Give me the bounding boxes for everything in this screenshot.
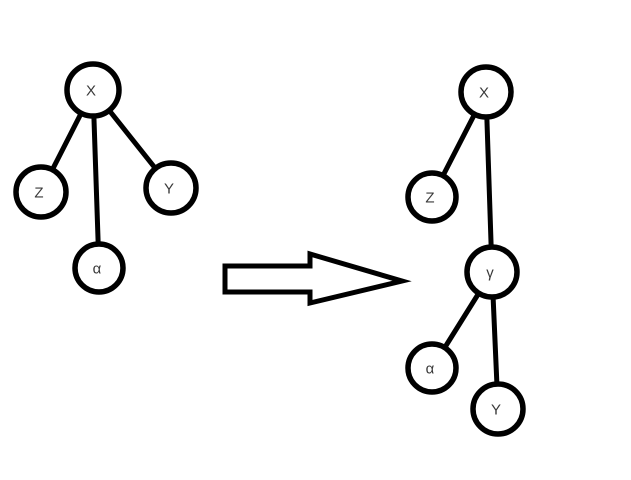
tree-after-node-gamma: γ	[464, 244, 520, 300]
node-circle	[405, 341, 459, 395]
node-label: X	[86, 83, 96, 100]
tree-before-node-Y: Y	[143, 160, 199, 216]
node-circle	[13, 164, 69, 220]
tree-after-node-X: X	[458, 64, 514, 120]
node-circle	[405, 170, 459, 224]
node-circle	[64, 61, 122, 119]
node-label: γ	[486, 265, 494, 282]
node-circle	[464, 244, 520, 300]
node-circle	[72, 241, 126, 295]
node-circle	[143, 160, 199, 216]
tree-before: X Z Yα	[13, 61, 199, 295]
tree-before-node-alpha: α	[72, 241, 126, 295]
tree-after-node-alpha: α	[405, 341, 459, 395]
tree-before-node-Z: Z	[13, 164, 69, 220]
node-label: X	[479, 85, 489, 102]
node-circle	[458, 64, 514, 120]
node-circle	[470, 381, 526, 437]
node-label: Y	[491, 402, 501, 419]
tree-after-node-Z: Z	[405, 170, 459, 224]
node-label: Y	[164, 181, 174, 198]
tree-before-node-X: X	[64, 61, 122, 119]
tree-after: X Zγ αY	[405, 64, 526, 437]
tree-before-edge-X-alpha	[90, 87, 102, 271]
transform-arrow-icon	[222, 250, 412, 307]
node-label: α	[93, 261, 102, 278]
node-label: α	[426, 361, 435, 378]
node-label: Z	[425, 190, 434, 207]
tree-after-node-Y: Y	[470, 381, 526, 437]
tree-after-edge-X-gamma	[483, 89, 495, 275]
node-label: Z	[34, 185, 43, 202]
